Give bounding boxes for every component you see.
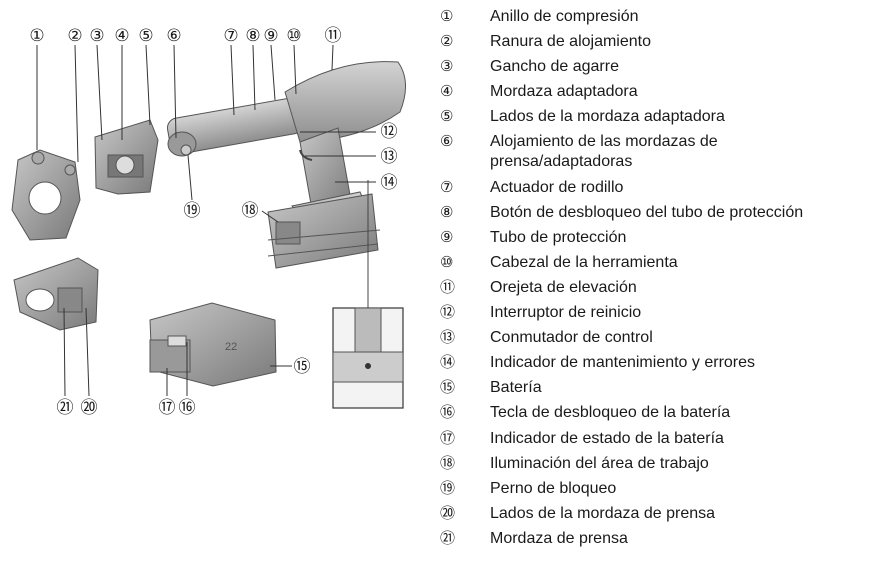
legend-item: ⑧ Botón de desbloqueo del tubo de protecc… [440, 203, 870, 223]
legend-number: ⑮ [440, 379, 456, 397]
legend-text: Batería [490, 379, 542, 397]
callout-7: ⑦ [223, 26, 238, 45]
leader-lines [36, 44, 376, 397]
callout-12: ⑫ [381, 122, 398, 141]
legend-number: ⑨ [440, 228, 454, 246]
tool-diagram: 22 ① ② ③ ④ ⑤ ⑥ ⑦ ⑧ ⑨ ⑩ ⑪ ⑫ [11, 26, 406, 417]
legend-number: ① [440, 8, 454, 25]
legend-number: ② [440, 33, 454, 51]
callout-5: ⑤ [138, 26, 153, 45]
legend-text: Indicador de estado de la batería [490, 429, 724, 447]
legend-text: Gancho de agarre [490, 58, 619, 76]
legend-text: Lados de la mordaza adaptadora [490, 108, 725, 126]
tool-head [166, 61, 406, 211]
legend-item: ⑨ Tubo de protección [440, 228, 870, 248]
legend-number: ④ [440, 83, 454, 101]
legend-item: ⑬ Conmutador de control [440, 328, 870, 348]
callout-14: ⑭ [381, 173, 398, 192]
legend-item: ① Anillo de compresión [440, 7, 870, 27]
legend-number: ⑰ [440, 429, 456, 447]
legend-list: ① Anillo de compresión ② Ranura de alojami… [440, 7, 870, 554]
legend-text: Actuador de rodillo [490, 178, 624, 196]
battery: 22 [149, 302, 277, 387]
callout-13: ⑬ [381, 147, 398, 166]
callout-1: ① [29, 26, 44, 45]
legend-text: Iluminación del área de trabajo [490, 454, 709, 472]
legend-number: ⑳ [440, 504, 456, 522]
callout-8: ⑧ [245, 26, 260, 45]
legend-text: Perno de bloqueo [490, 479, 617, 497]
legend-text: Tubo de protección [490, 228, 627, 246]
legend-item: ④ Mordaza adaptadora [440, 82, 870, 102]
legend-number: ⑦ [440, 178, 454, 196]
callout-2: ② [67, 26, 82, 45]
callout-20: ⑳ [81, 398, 98, 417]
legend-number: ⑭ [440, 354, 456, 372]
legend-text: Anillo de compresión [490, 8, 639, 25]
callout-18: ⑱ [242, 201, 259, 220]
callout-6: ⑥ [166, 26, 181, 45]
legend-number: ⑱ [440, 454, 456, 472]
legend-number: ③ [440, 58, 454, 76]
callout-15: ⑮ [294, 357, 311, 376]
adapter-jaw [94, 119, 159, 195]
detail-inset [332, 180, 404, 409]
legend-number: ⑩ [440, 253, 454, 271]
callout-4: ④ [114, 26, 129, 45]
legend-text: Tecla de desbloqueo de la batería [490, 404, 731, 422]
legend-text: Alojamiento de las mordazas de prensa/ad… [490, 133, 718, 171]
legend-item: ⑲ Perno de bloqueo [440, 479, 870, 499]
callout-19: ⑲ [184, 201, 201, 220]
legend-item: ⑦ Actuador de rodillo [440, 178, 870, 198]
legend-text: Cabezal de la herramienta [490, 253, 678, 271]
legend-item: ⑮ Batería [440, 378, 870, 398]
callout-21: ㉑ [57, 398, 74, 417]
legend-text: Mordaza adaptadora [490, 83, 638, 101]
legend-text: Botón de desbloqueo del tubo de protecci… [490, 203, 804, 221]
callout-17: ⑰ [159, 398, 176, 417]
callout-11: ⑪ [325, 26, 342, 45]
legend-item: ⑭ Indicador de mantenimiento y errores [440, 353, 870, 373]
compression-ring [11, 149, 81, 241]
callout-10: ⑩ [286, 26, 301, 45]
legend-number: ⑧ [440, 203, 454, 221]
legend-item: ⑪ Orejeta de elevación [440, 278, 870, 298]
legend-number: ⑯ [440, 404, 456, 422]
legend-item: ⑥ Alojamiento de las mordazas de prensa/a… [440, 132, 870, 172]
legend-item: ㉑ Mordaza de prensa [440, 529, 870, 549]
callout-16: ⑯ [179, 398, 196, 417]
legend-item: ⑯ Tecla de desbloqueo de la batería [440, 403, 870, 423]
callout-9: ⑨ [263, 26, 278, 45]
legend-number: ⑫ [440, 304, 456, 322]
legend-item: ⑳ Lados de la mordaza de prensa [440, 504, 870, 524]
legend-number: ⑪ [440, 278, 456, 296]
legend-text: Lados de la mordaza de prensa [490, 504, 716, 522]
legend-number: ⑲ [440, 479, 456, 497]
legend-number: ㉑ [440, 529, 456, 547]
legend-number: ⑤ [440, 108, 454, 126]
legend-text: Conmutador de control [490, 329, 653, 347]
legend-item: ② Ranura de alojamiento [440, 32, 870, 52]
legend-text: Ranura de alojamiento [490, 33, 651, 51]
callout-3: ③ [89, 26, 104, 45]
legend-number: ⑥ [440, 133, 454, 151]
legend-item: ⑫ Interruptor de reinicio [440, 303, 870, 323]
callout-markers: ① ② ③ ④ ⑤ ⑥ ⑦ ⑧ ⑨ ⑩ ⑪ ⑫ ⑬ ⑭ ⑮ ⑯ ⑰ ⑱ ⑲ ⑳ … [29, 26, 397, 417]
legend-item: ⑱ Iluminación del área de trabajo [440, 454, 870, 474]
legend-text: Indicador de mantenimiento y errores [490, 354, 756, 372]
legend-text: Mordaza de prensa [490, 529, 628, 547]
legend-number: ⑬ [440, 329, 456, 347]
battery-marking: 22 [225, 341, 237, 353]
legend-item: ⑩ Cabezal de la herramienta [440, 253, 870, 273]
legend-text: Orejeta de elevación [490, 278, 637, 296]
legend-text: Interruptor de reinicio [490, 304, 642, 322]
press-jaw [13, 257, 99, 331]
legend-item: ③ Gancho de agarre [440, 57, 870, 77]
legend-item: ⑰ Indicador de estado de la batería [440, 429, 870, 449]
legend-item: ⑤ Lados de la mordaza adaptadora [440, 107, 870, 127]
tool-handle [267, 191, 381, 269]
